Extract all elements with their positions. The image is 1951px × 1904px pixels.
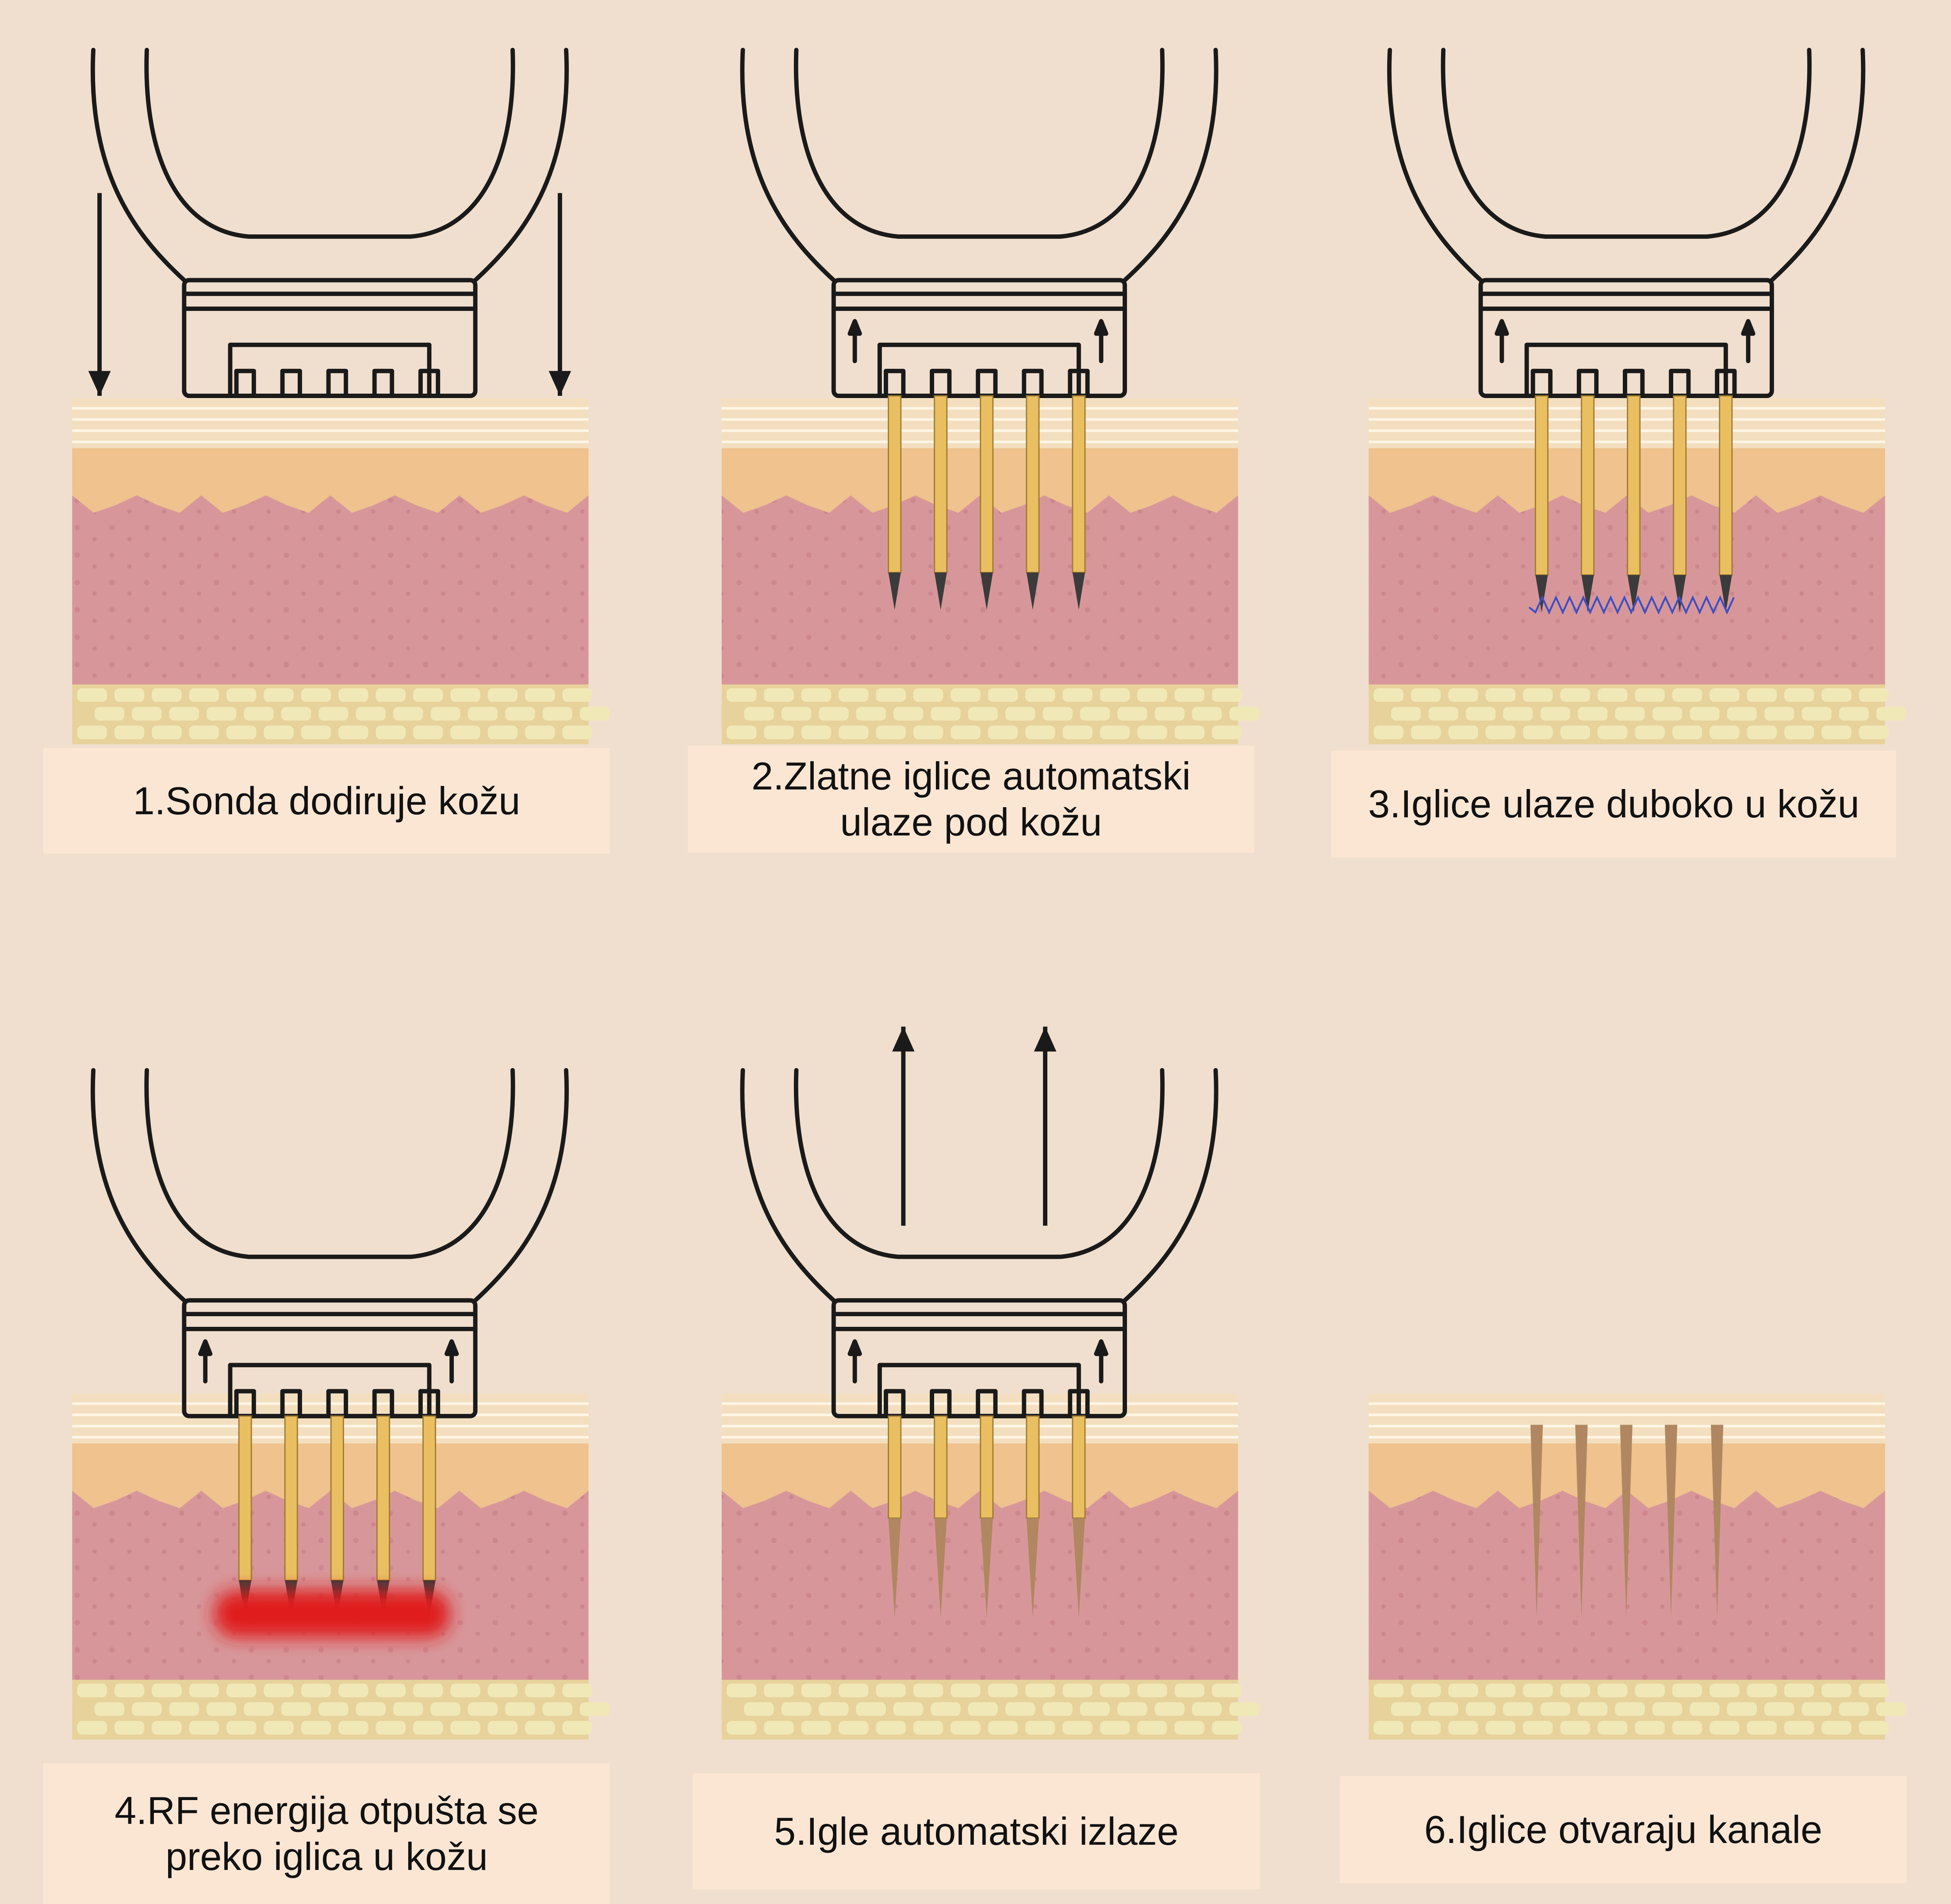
gold-microneedles bbox=[888, 395, 1086, 610]
needle-socket bbox=[326, 368, 348, 398]
skin-cross-section bbox=[72, 398, 610, 744]
needle-tip bbox=[980, 572, 993, 610]
open-skin-channel bbox=[1530, 1425, 1543, 1618]
panel-step-4 bbox=[72, 1068, 610, 1740]
probe-outer-shell-left bbox=[90, 1068, 187, 1303]
skin-channel bbox=[934, 1518, 947, 1618]
microneedle bbox=[980, 1415, 994, 1519]
caption-step-6: 6.Iglice otvaraju kanale bbox=[1340, 1776, 1907, 1883]
probe-outer-shell-left bbox=[740, 48, 836, 283]
caption-step-5: 5.Igle automatski izlaze bbox=[693, 1774, 1260, 1889]
probe-outer-shell-right bbox=[473, 48, 569, 283]
microneedle bbox=[1072, 1415, 1086, 1519]
open-skin-channel bbox=[1711, 1425, 1724, 1618]
needle-socket bbox=[976, 368, 998, 398]
microneedle bbox=[238, 1415, 252, 1581]
needle-tip bbox=[1581, 575, 1594, 613]
needle-socket bbox=[372, 368, 395, 398]
needle-tip bbox=[1627, 575, 1640, 613]
probe-outer-shell-right bbox=[1123, 48, 1219, 283]
caption-step-1: 1.Sonda dodiruje kožu bbox=[43, 748, 610, 854]
microneedle bbox=[888, 395, 902, 573]
probe-outer-shell-left bbox=[1387, 48, 1483, 283]
gold-microneedles bbox=[238, 1415, 437, 1618]
needle-tip bbox=[1026, 572, 1039, 610]
microneedle bbox=[284, 1415, 298, 1581]
open-skin-channel bbox=[1664, 1425, 1678, 1618]
microneedle bbox=[376, 1415, 390, 1581]
epidermis-layer bbox=[72, 398, 589, 448]
panel-step-6 bbox=[1368, 1394, 1906, 1740]
skin-channel bbox=[1026, 1518, 1039, 1618]
probe-outer-shell-right bbox=[1769, 48, 1866, 283]
probe-inner-shell bbox=[144, 1068, 515, 1259]
microneedle bbox=[1026, 1415, 1040, 1519]
caption-step-4: 4.RF energija otpušta se preko iglica u … bbox=[43, 1763, 610, 1904]
probe-outer-shell-right bbox=[1123, 1068, 1219, 1303]
rf-probe bbox=[740, 1068, 1219, 1418]
needle-socket bbox=[1623, 368, 1645, 398]
probe-inner-shell bbox=[144, 48, 515, 239]
needle-socket bbox=[1530, 368, 1553, 398]
skin-channel bbox=[1072, 1518, 1085, 1618]
open-skin-channel bbox=[1575, 1425, 1588, 1618]
skin-channel bbox=[980, 1518, 993, 1618]
needle-socket bbox=[418, 368, 441, 398]
microneedle bbox=[888, 1415, 902, 1519]
panel-step-3 bbox=[1368, 48, 1906, 744]
skin-cross-section bbox=[72, 1394, 610, 1740]
needle-tip bbox=[888, 572, 901, 610]
rf-probe bbox=[1387, 48, 1866, 398]
needle-socket bbox=[280, 368, 302, 398]
skin-cross-section bbox=[1368, 1394, 1906, 1740]
needle-tip bbox=[934, 572, 947, 610]
microneedle bbox=[980, 395, 994, 573]
microneedle bbox=[1026, 395, 1040, 573]
probe-inner-shell bbox=[1441, 48, 1812, 239]
rf-current-zigzag bbox=[1529, 595, 1735, 615]
probe-outer-shell-right bbox=[473, 1068, 569, 1303]
probe-inner-shell bbox=[793, 1068, 1165, 1259]
needle-socket bbox=[884, 368, 906, 398]
microneedle bbox=[422, 1415, 437, 1581]
panel-step-2 bbox=[721, 48, 1259, 744]
skin-channel bbox=[888, 1518, 901, 1618]
needle-tip bbox=[1072, 572, 1085, 610]
rf-energy-zone bbox=[214, 1590, 451, 1638]
needle-tip bbox=[1535, 575, 1548, 613]
microneedle bbox=[1535, 395, 1549, 576]
microneedle bbox=[1581, 395, 1595, 576]
needle-socket bbox=[930, 368, 952, 398]
needle-tip bbox=[1719, 575, 1732, 613]
needle-socket bbox=[234, 368, 256, 398]
caption-step-2: 2.Zlatne iglice automatski ulaze pod kož… bbox=[688, 746, 1254, 853]
rf-probe bbox=[740, 48, 1219, 398]
probe-inner-shell bbox=[793, 48, 1165, 239]
probe-outer-shell-left bbox=[90, 48, 187, 283]
panel-step-1 bbox=[72, 48, 610, 744]
microneedle bbox=[1627, 395, 1641, 576]
microneedle bbox=[1072, 395, 1086, 573]
needle-tip bbox=[1673, 575, 1686, 613]
rf-probe bbox=[90, 48, 569, 398]
microneedle bbox=[934, 395, 948, 573]
needle-socket bbox=[1669, 368, 1691, 398]
needle-socket bbox=[1576, 368, 1599, 398]
microneedle bbox=[1719, 395, 1733, 576]
panel-step-5 bbox=[721, 1027, 1259, 1740]
probe-outer-shell-left bbox=[740, 1068, 836, 1303]
microneedle bbox=[934, 1415, 948, 1519]
gold-microneedles bbox=[1535, 395, 1733, 613]
microneedle bbox=[330, 1415, 344, 1581]
rf-probe bbox=[90, 1068, 569, 1418]
caption-step-3: 3.Iglice ulaze duboko u kožu bbox=[1331, 751, 1896, 858]
open-skin-channel bbox=[1620, 1425, 1633, 1618]
microneedle bbox=[1673, 395, 1687, 576]
needle-socket bbox=[1022, 368, 1044, 398]
